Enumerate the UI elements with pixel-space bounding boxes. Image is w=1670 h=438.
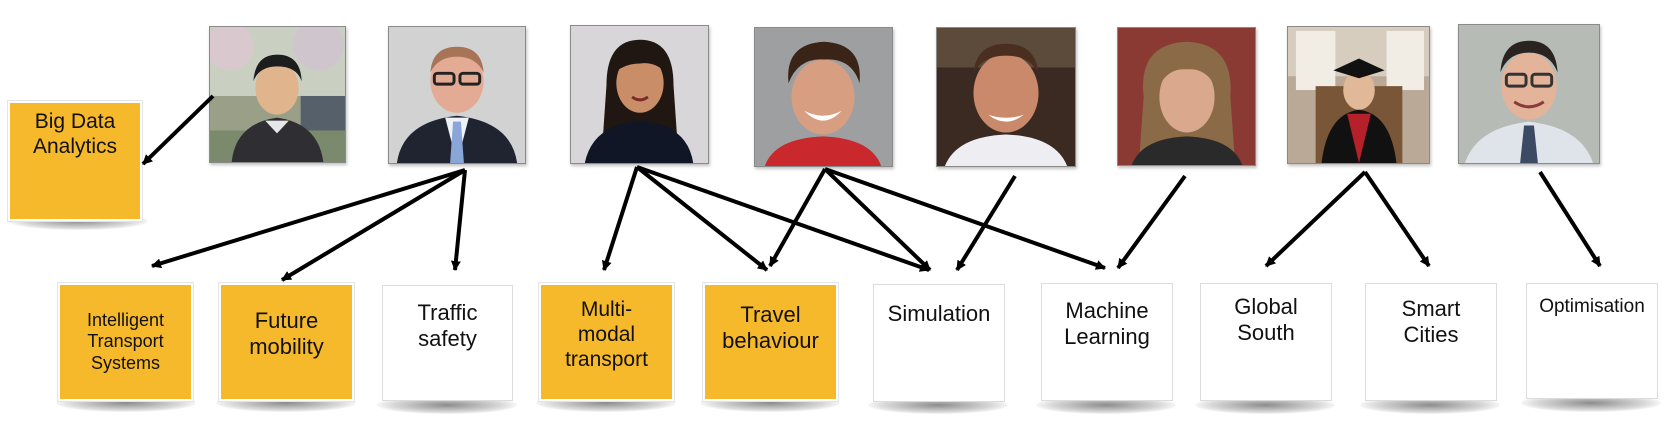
arrow-person-2-to-its [151,168,466,269]
arrow-person-2-to-traffic-safety [450,169,467,271]
topic-label: Global South [1234,294,1298,345]
photo-person-6 [1117,27,1256,166]
portrait-person-6 [1118,28,1255,165]
topic-optimisation: Optimisation [1526,283,1658,399]
topic-multi-modal-transport: Multi- modal transport [541,285,672,399]
portrait-person-4 [755,28,892,166]
arrow-person-2-to-future-mobility [280,168,467,282]
topic-label: Machine Learning [1064,298,1150,349]
arrow-person-8-to-optimisation [1538,170,1602,268]
topic-smart-cities: Smart Cities [1365,283,1497,401]
topic-label: Multi- modal transport [565,298,648,371]
photo-person-5 [936,27,1076,167]
topic-future-mobility: Future mobility [221,285,352,399]
topic-label: Travel behaviour [722,302,819,353]
topic-label: Simulation [887,301,991,326]
photo-person-3 [570,25,709,164]
portrait-person-8 [1459,25,1599,163]
arrow-person-4-to-simulation [823,167,932,272]
arrow-person-6-to-machine-learning [1116,174,1187,270]
topic-label: Optimisation [1539,296,1645,317]
photo-person-4 [754,27,893,167]
arrow-person-5-to-simulation [955,174,1017,272]
photo-person-7 [1287,26,1430,164]
topic-label: Intelligent Transport Systems [86,310,165,373]
portrait-person-3 [571,26,708,163]
portrait-person-1 [210,27,345,162]
photo-person-2 [388,26,526,164]
topic-big-data-analytics: Big Data Analytics [10,103,140,219]
topic-global-south: Global South [1200,283,1332,401]
arrow-person-3-to-simulation [636,165,930,272]
photo-person-8 [1458,24,1600,164]
topic-intelligent-transport-systems: Intelligent Transport Systems [60,285,191,399]
arrow-person-4-to-machine-learning [824,167,1106,270]
topic-label: Future mobility [249,308,324,359]
topic-traffic-safety: Traffic safety [382,285,513,401]
arrow-person-3-to-multimodal [601,166,639,271]
arrow-person-4-to-travel-behaviour [768,168,827,267]
arrow-person-1-to-big-data [141,94,215,166]
arrow-person-7-to-smart-cities [1363,170,1431,268]
photo-person-1 [209,26,346,163]
portrait-person-2 [389,27,525,163]
topic-label: Big Data Analytics [32,110,118,158]
portrait-person-5 [937,28,1075,166]
topic-label: Traffic safety [417,300,478,351]
topic-label: Smart Cities [1401,296,1461,347]
topic-machine-learning: Machine Learning [1041,283,1173,401]
arrow-person-7-to-global-south [1264,170,1367,268]
arrow-person-3-to-travel-behaviour [635,165,769,272]
topic-travel-behaviour: Travel behaviour [705,285,836,399]
portrait-person-7 [1288,27,1429,163]
topic-simulation: Simulation [873,284,1005,402]
